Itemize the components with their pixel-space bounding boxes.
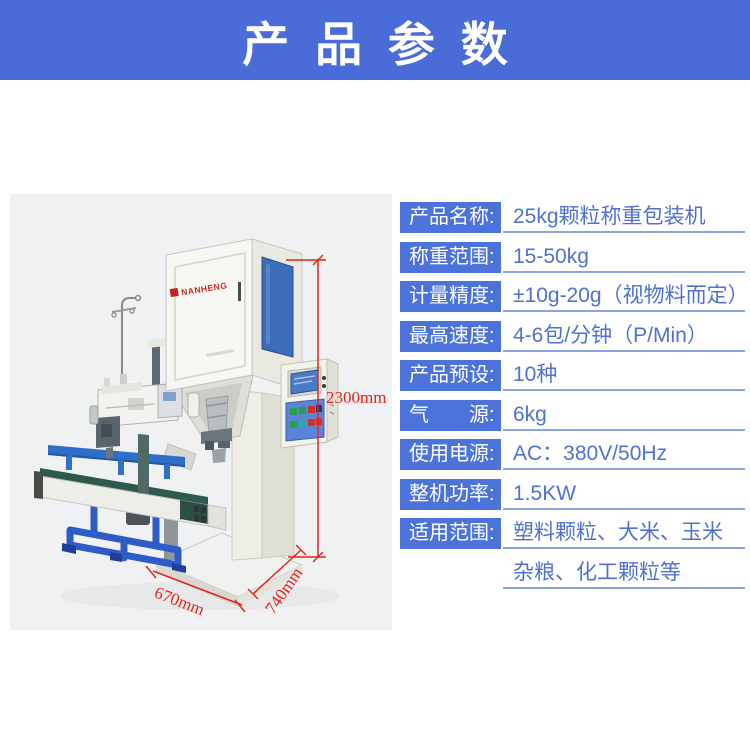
keypad-buttons [290, 405, 322, 428]
bag-sewing-machine [89, 294, 183, 494]
spec-label: 最高速度: [400, 320, 501, 352]
machine-svg: NANHENG [34, 238, 386, 619]
spec-row-weighing-range: 称重范围: 15-50kg [400, 241, 745, 273]
cabinet-door [174, 252, 246, 381]
spec-row-accuracy: 计量精度: ±10g-20g（视物料而定） [400, 281, 749, 312]
leg-feet [62, 543, 186, 573]
brand-logo-mark [169, 287, 179, 298]
spec-value: 塑料颗粒、大米、玉米 [503, 518, 745, 549]
control-panel [280, 358, 339, 449]
spec-label: 使用电源: [400, 439, 501, 470]
spec-label: 适用范围: [400, 518, 501, 549]
spec-row-applications-continued: 杂粮、化工颗粒等 [400, 558, 745, 589]
thread-stand [121, 297, 136, 390]
spec-label: 产品预设: [400, 360, 501, 391]
conveyor [34, 445, 227, 531]
spec-value: 10种 [503, 360, 745, 391]
product-photo: NANHENG [10, 194, 392, 630]
spec-table: 产品名称: 25kg颗粒称重包装机 称重范围: 15-50kg 计量精度: ±1… [400, 202, 749, 597]
spec-label: 称重范围: [400, 241, 501, 273]
header-banner: 产品参数 [0, 0, 750, 80]
spec-value: 4-6包/分钟（P/Min） [503, 321, 745, 352]
spec-value: AC：380V/50Hz [503, 439, 745, 470]
spec-label: 整机功率: [400, 478, 501, 510]
spec-value-continued: 杂粮、化工颗粒等 [503, 558, 745, 589]
spec-row-product-name: 产品名称: 25kg颗粒称重包装机 [400, 202, 745, 233]
spec-row-air-supply: 气 源: 6kg [400, 399, 745, 431]
spec-row-machine-power: 整机功率: 1.5KW [400, 478, 745, 510]
spec-row-applications: 适用范围: 塑料颗粒、大米、玉米 [400, 518, 745, 549]
spec-label: 产品名称: [400, 202, 501, 233]
depth-dimension-line [252, 549, 302, 595]
door-handle [238, 282, 241, 301]
spec-label: 计量精度: [400, 281, 501, 312]
spec-value: 6kg [503, 400, 745, 431]
spec-row-presets: 产品预设: 10种 [400, 360, 745, 391]
width-dimension-line [152, 570, 243, 606]
spec-value: 25kg颗粒称重包装机 [503, 202, 745, 233]
spec-label: 气 源: [400, 399, 501, 431]
spec-value: 1.5KW [503, 479, 745, 510]
spec-value: ±10g-20g（视物料而定） [503, 281, 749, 312]
weigher-cabinet: NANHENG [165, 238, 303, 392]
dimension-annotations [145, 254, 326, 613]
spec-row-power-supply: 使用电源: AC：380V/50Hz [400, 439, 745, 470]
spec-row-max-speed: 最高速度: 4-6包/分钟（P/Min） [400, 320, 745, 352]
page-title: 产品参数 [242, 17, 534, 71]
dimension-height-label: 2300mm [326, 388, 386, 407]
spec-value: 15-50kg [503, 242, 745, 273]
